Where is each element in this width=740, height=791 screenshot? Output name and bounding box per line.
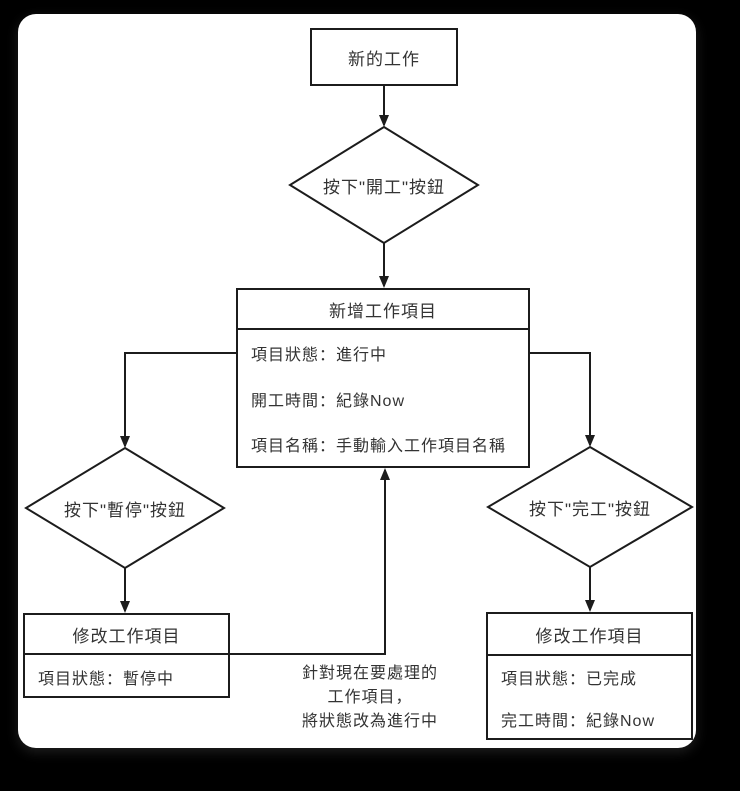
annotation-feedback-note: 針對現在要處理的 工作項目， 將狀態改為進行中 <box>258 662 482 734</box>
node-modify-finish-title: 修改工作項目 <box>488 614 691 656</box>
decision-start-diamond <box>288 125 480 245</box>
node-modify-finish-line-time: 完工時間：紀錄Now <box>501 713 656 730</box>
node-create-work-item-title: 新增工作項目 <box>238 290 528 330</box>
node-create-work-item-body: 項目狀態：進行中 開工時間：紀錄Now 項目名稱：手動輸入工作項目名稱 <box>238 330 528 466</box>
node-modify-pause: 修改工作項目 項目狀態：暫停中 <box>23 613 230 698</box>
node-modify-pause-line-status: 項目狀態：暫停中 <box>38 670 175 688</box>
node-modify-finish: 修改工作項目 項目狀態：已完成 完工時間：紀錄Now <box>486 612 693 740</box>
node-create-work-item: 新增工作項目 項目狀態：進行中 開工時間：紀錄Now 項目名稱：手動輸入工作項目… <box>236 288 530 468</box>
annotation-line-1: 針對現在要處理的 <box>301 665 438 682</box>
connector-create-to-decision-pause <box>120 352 236 448</box>
decision-finish-diamond <box>486 445 694 569</box>
node-create-line-status: 項目狀態：進行中 <box>251 347 388 364</box>
decision-pause-diamond <box>24 446 226 570</box>
node-create-line-name: 項目名稱：手動輸入工作項目名稱 <box>251 438 507 455</box>
annotation-line-3: 將狀態改為進行中 <box>301 713 438 730</box>
annotation-line-2: 工作項目， <box>327 689 413 706</box>
connector-pause-box-back-to-create <box>230 468 390 655</box>
node-new-work-label: 新的工作 <box>348 49 420 69</box>
node-modify-finish-line-status: 項目狀態：已完成 <box>501 671 638 688</box>
node-new-work: 新的工作 <box>310 28 458 86</box>
node-modify-finish-body: 項目狀態：已完成 完工時間：紀錄Now <box>488 656 691 740</box>
node-modify-pause-title: 修改工作項目 <box>25 615 228 655</box>
connector-create-to-decision-finish <box>530 352 595 447</box>
node-create-line-start-time: 開工時間：紀錄Now <box>251 393 406 410</box>
